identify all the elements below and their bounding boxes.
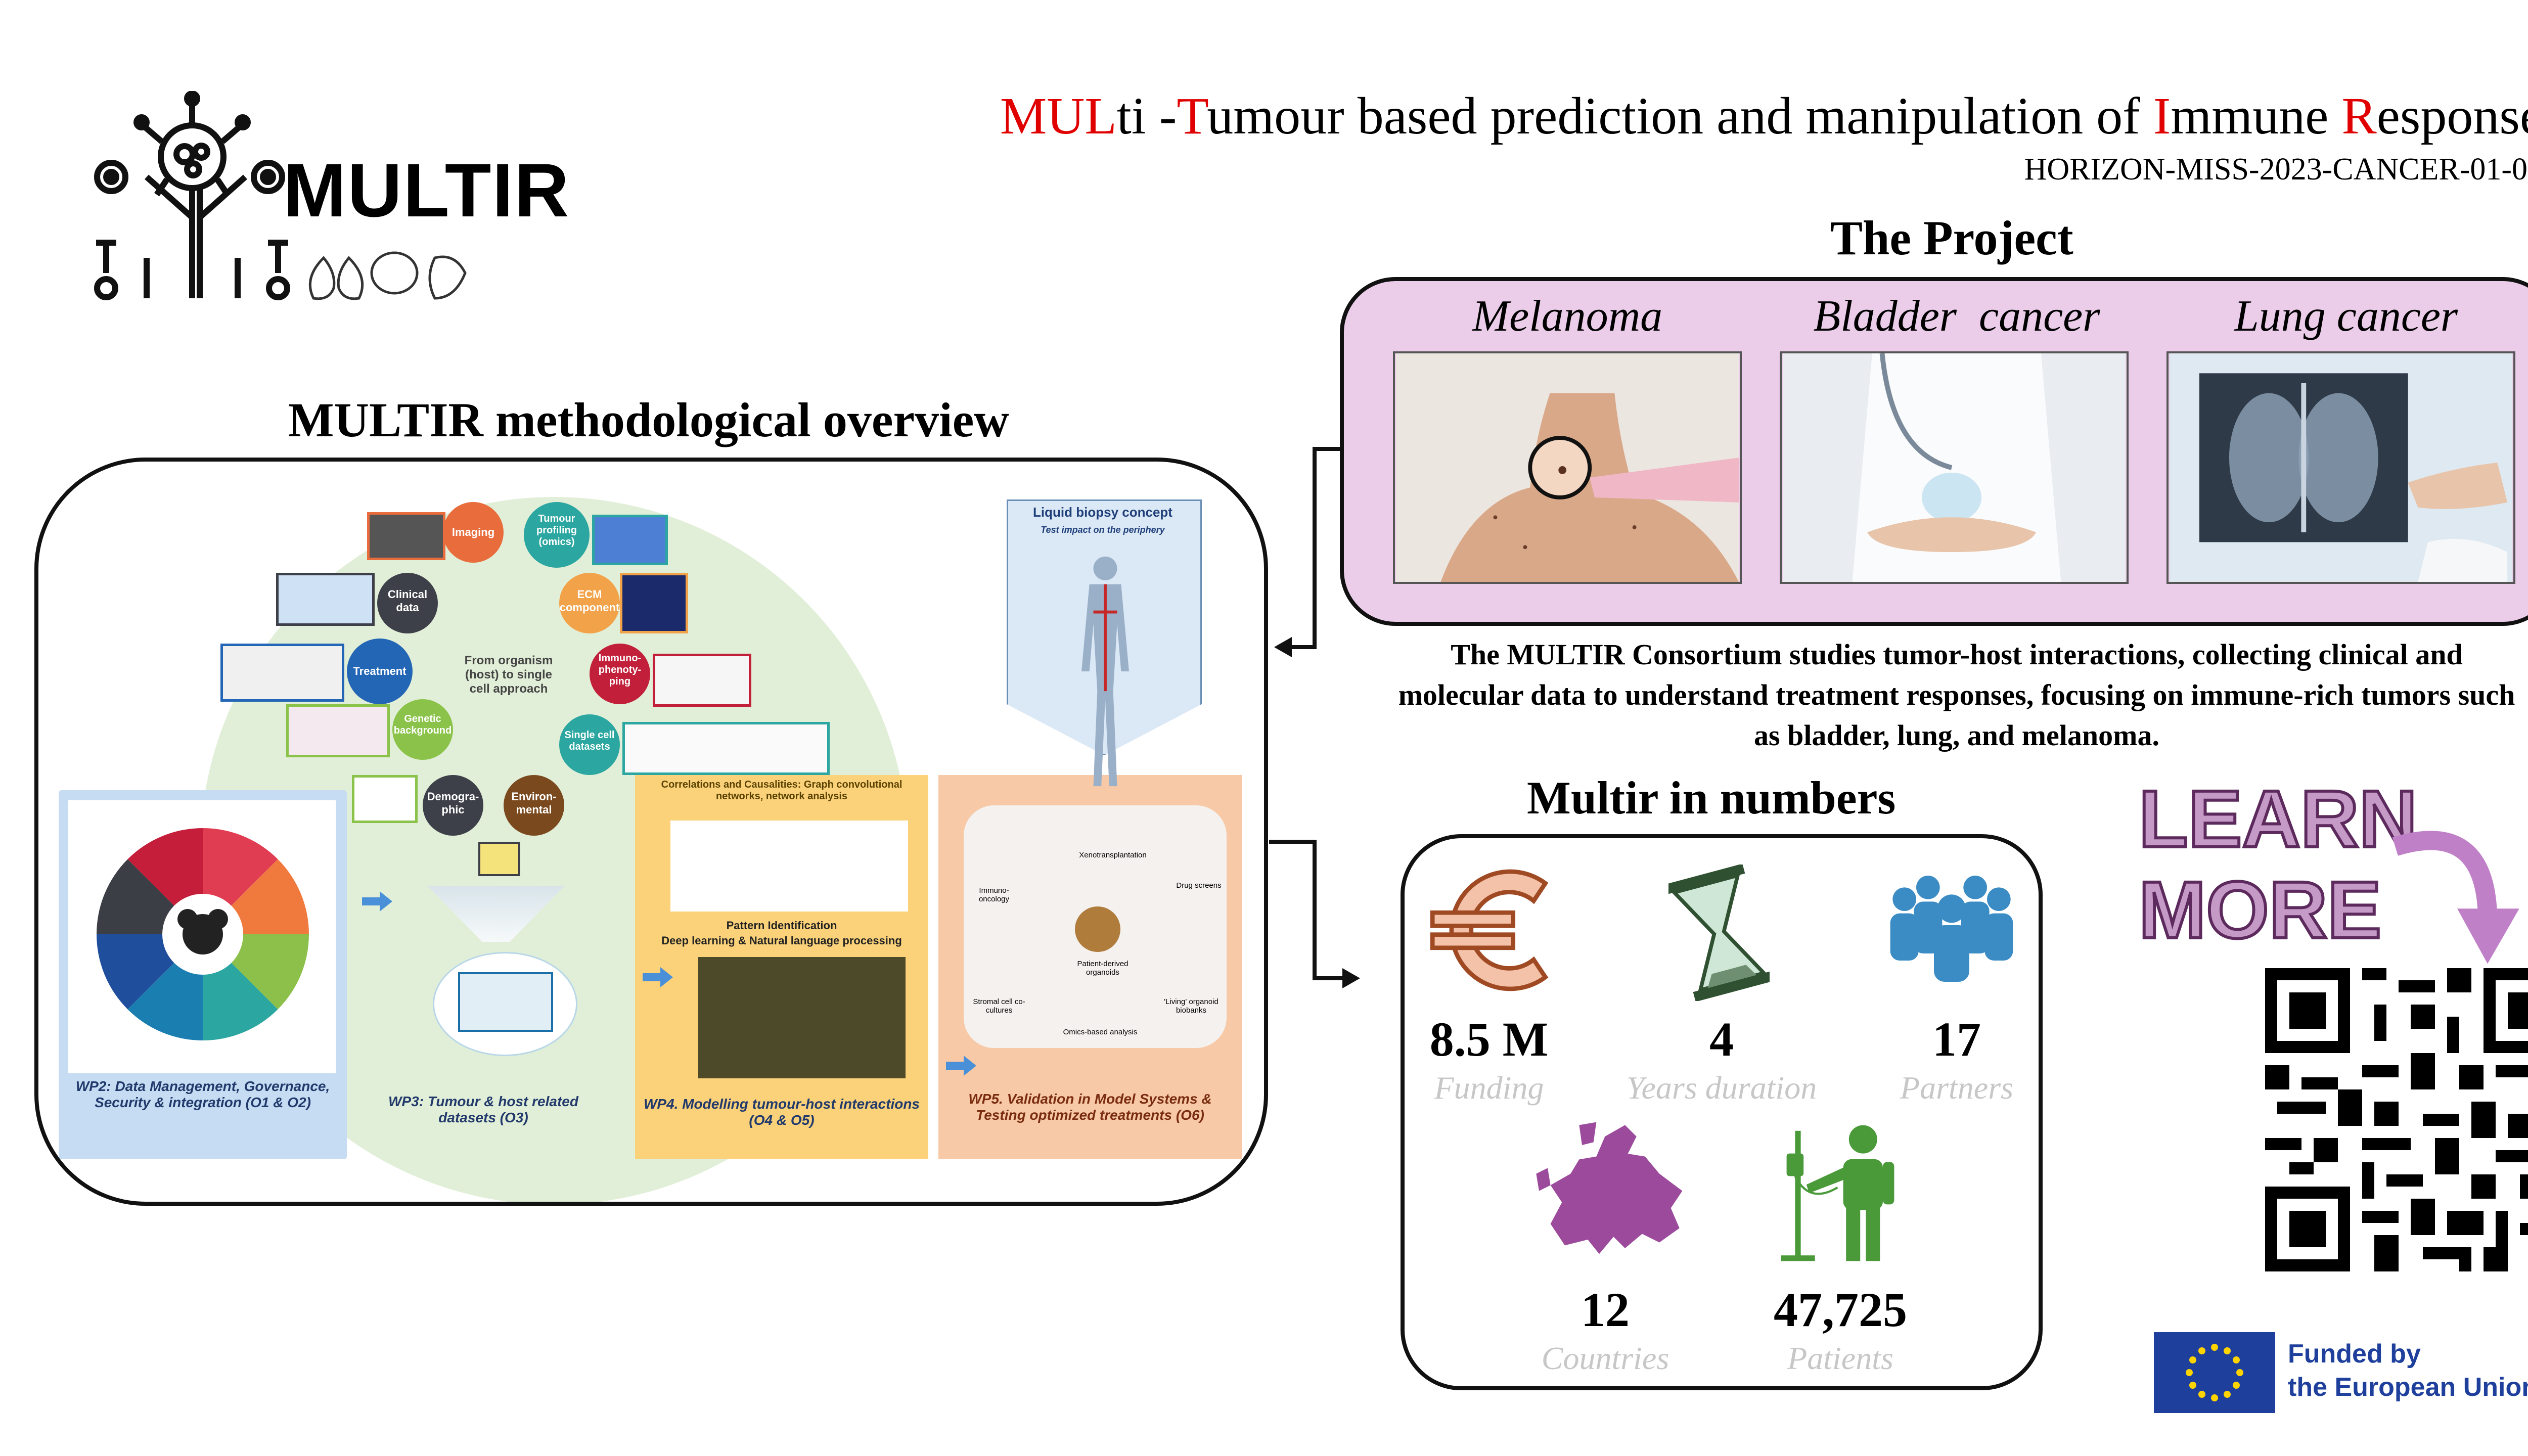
wp4-pattern: Pattern Identification [726,919,837,932]
eu-line-1: Funded by [2288,1339,2421,1369]
ecm-thumbnail-icon [620,573,688,633]
hourglass-icon [1668,864,1770,1001]
methodology-heading: MULTIR methodological overview [288,393,1009,447]
numbers-heading: Multir in numbers [1527,772,1896,824]
europe-map-icon [1536,1122,1683,1254]
bubble-clinical: Clinical data [377,573,438,633]
immuno-thumbnail-icon [653,654,751,707]
bubble-single-cell: Single cell datasets [559,714,620,775]
genetic-thumbnail-icon [286,704,390,757]
lung-xray-photo-icon [2166,351,2515,584]
cancer-label-lung: Lung cancer [2234,292,2458,341]
bubble-environmental: Environ-mental [504,775,564,836]
wp2-caption: WP2: Data Management, Governance, Securi… [75,1078,330,1110]
title-part: I [2153,87,2171,145]
monitor-icon [458,972,553,1032]
wp5-item-omics: Omics-based analysis [1063,1028,1138,1036]
liquid-biopsy-title: Liquid biopsy concept [1033,505,1172,520]
cancer-label-bladder: Bladder cancer [1813,292,2100,341]
learn-line-1: LEARN [2137,772,2419,866]
wp4-deep: Deep learning & Natural language process… [661,934,902,947]
human-body-icon [1081,556,1129,787]
bubble-ecm: ECM component [559,573,620,633]
people-icon [1890,876,2013,982]
wp5-item-biobanks: 'Living' organoid biobanks [1164,997,1218,1015]
title-part: MUL [1000,87,1117,145]
project-title: MULti -Tumour based prediction and manip… [1000,86,2528,146]
environmental-thumbnail-icon [478,842,520,876]
melanoma-photo-icon [1393,351,1742,584]
wp5-item-xeno: Xenotransplantation [1079,851,1147,859]
title-part: R [2341,87,2377,145]
eu-funding-text: Funded by the European Union [2288,1337,2528,1404]
bubble-demographic: Demogra-phic [423,775,483,836]
network-graph-icon [670,821,908,912]
stat-label-partners: Partners [1900,1070,2013,1106]
wp4-correlations: Correlations and Causalities: Graph conv… [661,779,902,802]
methodology-panel: Imaging Tumour profiling (omics) Clinica… [34,458,1268,1206]
qr-code-icon[interactable] [2265,968,2528,1271]
wp5-caption: WP5. Validation in Model Systems & Testi… [968,1091,1212,1123]
project-description: The MULTIR Consortium studies tumor-host… [1398,638,2515,752]
patient-icon [1781,1125,1894,1261]
stat-label-patients: Patients [1787,1340,1893,1376]
wp5-item-drug-screens: Drug screens [1176,881,1222,890]
learn-more-heading: LEARN MORE [2137,772,2419,957]
learn-line-2: MORE [2137,863,2383,957]
liquid-biopsy-subtitle: Test impact on the periphery [1041,525,1165,535]
euro-icon [1430,869,1549,991]
eu-flag-icon [2154,1332,2275,1413]
demographic-thumbnail-icon [352,775,418,823]
wp3-caption: WP3: Tumour & host related datasets (O3) [388,1094,578,1125]
call-identifier: HORIZON-MISS-2023-CANCER-01-01 [2024,152,2528,187]
wp4-caption: WP4. Modelling tumour-host interactions … [644,1096,920,1128]
neural-net-icon [698,957,906,1078]
title-part: umour based prediction and manipulation … [1207,87,2153,145]
curved-arrow-icon [2392,831,2519,964]
imaging-thumbnail-icon [367,512,445,560]
omics-thumbnail-icon [592,515,668,565]
cancer-label-melanoma: Melanoma [1472,292,1663,341]
multir-logo-icon [94,91,467,300]
wp5-item-stromal: Stromal cell co-cultures [973,997,1025,1015]
clinical-thumbnail-icon [276,573,375,626]
connector-arrows-icon [1269,447,1360,988]
title-part: ti - [1116,87,1177,145]
organism-to-cell-text: From organism (host) to single cell appr… [464,654,553,696]
stat-label-countries: Countries [1541,1340,1669,1376]
stat-label-years: Years duration [1626,1070,1817,1106]
flow-arrow-icon [946,1056,976,1076]
stat-value-funding: 8.5 M [1429,1012,1549,1066]
project-heading: The Project [1830,211,2073,265]
treatment-thumbnail-icon [220,644,344,702]
title-part: T [1177,87,1207,145]
title-part: mmune [2171,87,2342,145]
stat-value-patients: 47,725 [1774,1283,1907,1337]
logo-wordmark: MULTIR [283,148,570,233]
bladder-photo-icon [1780,351,2129,584]
wp5-item-immuno-oncology: Immuno-oncology [978,886,1010,903]
stat-label-funding: Funding [1434,1070,1544,1106]
wp5-item-organoids: Patient-derived organoids [1077,960,1128,977]
bubble-tumour-profiling: Tumour profiling (omics) [524,502,590,568]
single-cell-thumbnail-icon [622,722,830,775]
title-part: esponse [2376,87,2528,145]
bubble-genetic: Genetic background [392,699,453,760]
flow-arrow-icon [643,967,673,987]
eu-line-2: the European Union [2288,1373,2528,1402]
data-wheel-icon [97,828,309,1040]
bubble-treatment: Treatment [347,639,413,704]
bubble-immuno: Immuno-phenoty-ping [590,644,650,704]
flow-arrow-icon [362,891,392,912]
stat-value-partners: 17 [1932,1012,1981,1066]
stat-value-countries: 12 [1581,1283,1630,1337]
stat-value-years: 4 [1709,1012,1734,1066]
bubble-imaging: Imaging [443,502,504,563]
organoid-icon [1075,906,1120,952]
